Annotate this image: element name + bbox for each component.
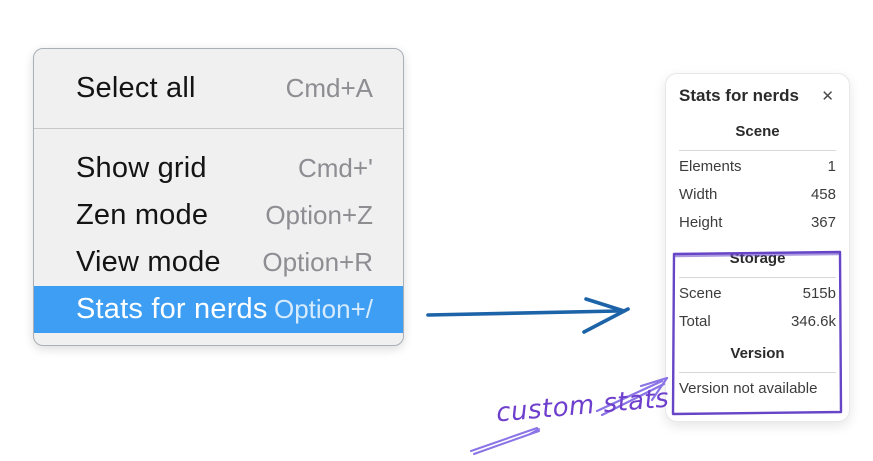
stats-section-storage: Storage Scene 515b Total 346.6k [679,249,836,336]
menu-item-shortcut: Cmd+' [297,153,373,183]
context-menu: Select all Cmd+A Show grid Cmd+' Zen mod… [33,48,404,346]
blue-arrow [426,297,630,334]
stats-section-scene: Scene Elements 1 Width 458 Height 367 [679,122,836,237]
menu-item-label: Select all [76,72,196,104]
menu-item-shortcut: Option+/ [273,294,373,324]
section-header: Version [730,345,785,362]
stat-row-height: Height 367 [679,209,836,237]
stat-row-total-storage: Total 346.6k [679,308,836,336]
version-note: Version not available [679,380,818,397]
menu-item-zen-mode[interactable]: Zen mode Option+Z [34,192,403,239]
stat-value: 346.6k [790,313,836,330]
menu-section-top: Select all Cmd+A [34,49,403,128]
custom-stats-annotation: custom stats [495,383,671,429]
section-header: Storage [729,250,786,267]
menu-item-view-mode[interactable]: View mode Option+R [34,239,403,286]
stat-label: Scene [679,285,722,302]
menu-item-shortcut: Option+R [262,247,373,277]
stat-value: 515b [802,285,836,302]
stat-row-scene-storage: Scene 515b [679,280,836,308]
stat-row-elements: Elements 1 [679,153,836,181]
menu-item-select-all[interactable]: Select all Cmd+A [34,62,403,115]
stat-label: Elements [679,158,742,175]
section-rule [679,150,836,151]
section-rule [679,372,836,373]
stats-for-nerds-panel: Stats for nerds ✕ Scene Elements 1 Width… [665,73,850,422]
menu-item-label: Show grid [76,152,207,184]
menu-item-shortcut: Cmd+A [285,73,373,103]
stat-row-width: Width 458 [679,181,836,209]
stats-section-version: Version Version not available [679,344,836,403]
section-header: Scene [735,123,780,140]
stats-panel-title: Stats for nerds [679,86,799,105]
menu-item-stats-for-nerds[interactable]: Stats for nerds Option+/ [34,286,403,333]
menu-item-shortcut: Option+Z [265,200,373,230]
menu-item-label: Zen mode [76,199,209,231]
stat-value: 1 [827,158,836,175]
menu-separator [34,128,403,129]
stat-label: Height [679,214,723,231]
close-icon[interactable]: ✕ [821,86,834,105]
stat-label: Width [679,186,718,203]
section-rule [679,277,836,278]
annotation-leader-line [470,427,540,455]
stat-value: 367 [810,214,836,231]
menu-item-show-grid[interactable]: Show grid Cmd+' [34,145,403,192]
stats-panel-header: Stats for nerds ✕ [679,86,836,106]
stat-label: Total [679,313,711,330]
menu-item-label: View mode [76,246,221,278]
menu-section-main: Show grid Cmd+' Zen mode Option+Z View m… [34,129,403,345]
stat-value: 458 [810,186,836,203]
menu-item-label: Stats for nerds [76,293,268,325]
